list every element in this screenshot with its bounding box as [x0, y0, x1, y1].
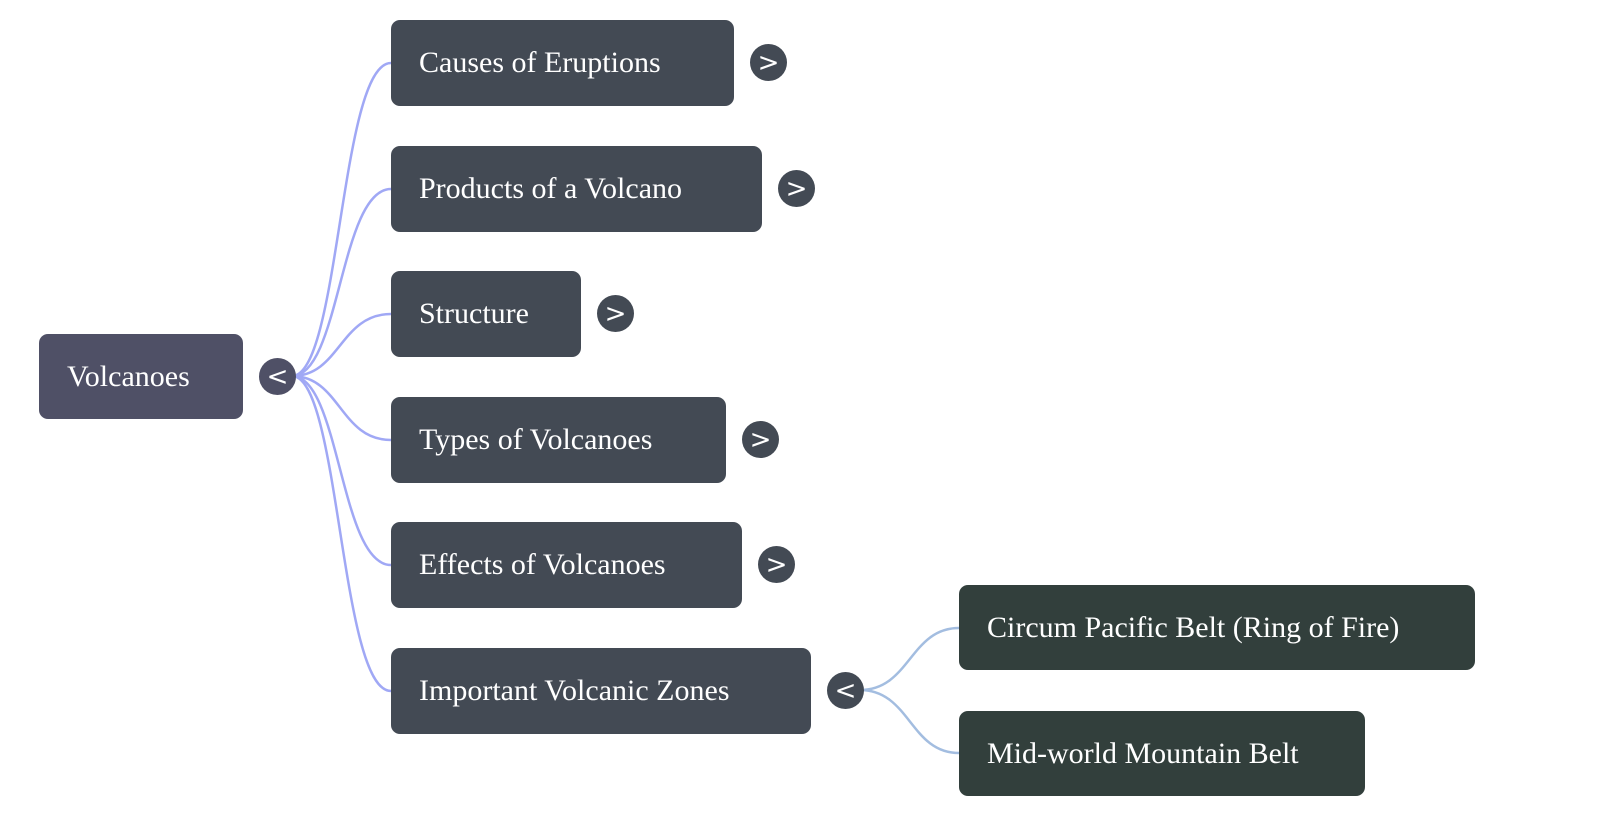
node-label: Volcanoes — [67, 359, 190, 393]
node-label: Structure — [419, 297, 529, 330]
node-label: Products of a Volcano — [419, 172, 683, 205]
link-types — [291, 374, 392, 442]
link-causes — [291, 61, 392, 378]
link-circum-pacific — [859, 626, 960, 692]
expand-toggle-structure[interactable]: > — [597, 295, 634, 332]
expand-toggle-types[interactable]: > — [742, 421, 779, 458]
collapse-toggle-root[interactable]: < — [259, 358, 296, 395]
node-causes-of-eruptions[interactable]: Causes of Eruptions — [391, 20, 734, 106]
collapse-toggle-zones[interactable]: < — [827, 672, 864, 709]
node-important-volcanic-zones[interactable]: Important Volcanic Zones — [391, 648, 811, 734]
expand-toggle-causes[interactable]: > — [750, 44, 787, 81]
expand-toggle-effects[interactable]: > — [758, 546, 795, 583]
link-products — [291, 187, 392, 378]
node-label: Types of Volcanoes — [419, 423, 653, 456]
node-label: Causes of Eruptions — [419, 46, 661, 79]
link-effects — [291, 374, 392, 567]
node-effects-of-volcanoes[interactable]: Effects of Volcanoes — [391, 522, 742, 608]
link-zones — [291, 374, 392, 693]
node-types-of-volcanoes[interactable]: Types of Volcanoes — [391, 397, 726, 483]
node-label: Effects of Volcanoes — [419, 548, 666, 581]
link-mid-world — [859, 688, 960, 755]
link-structure — [291, 312, 392, 378]
node-mid-world-mountain-belt[interactable]: Mid-world Mountain Belt — [959, 711, 1365, 796]
root-node-volcanoes[interactable]: Volcanoes — [39, 334, 243, 419]
node-label: Mid-world Mountain Belt — [987, 736, 1299, 770]
node-structure[interactable]: Structure — [391, 271, 581, 357]
expand-toggle-products[interactable]: > — [778, 170, 815, 207]
node-circum-pacific-belt[interactable]: Circum Pacific Belt (Ring of Fire) — [959, 585, 1475, 670]
node-label: Important Volcanic Zones — [419, 674, 730, 707]
node-products-of-a-volcano[interactable]: Products of a Volcano — [391, 146, 762, 232]
node-label: Circum Pacific Belt (Ring of Fire) — [987, 610, 1400, 644]
